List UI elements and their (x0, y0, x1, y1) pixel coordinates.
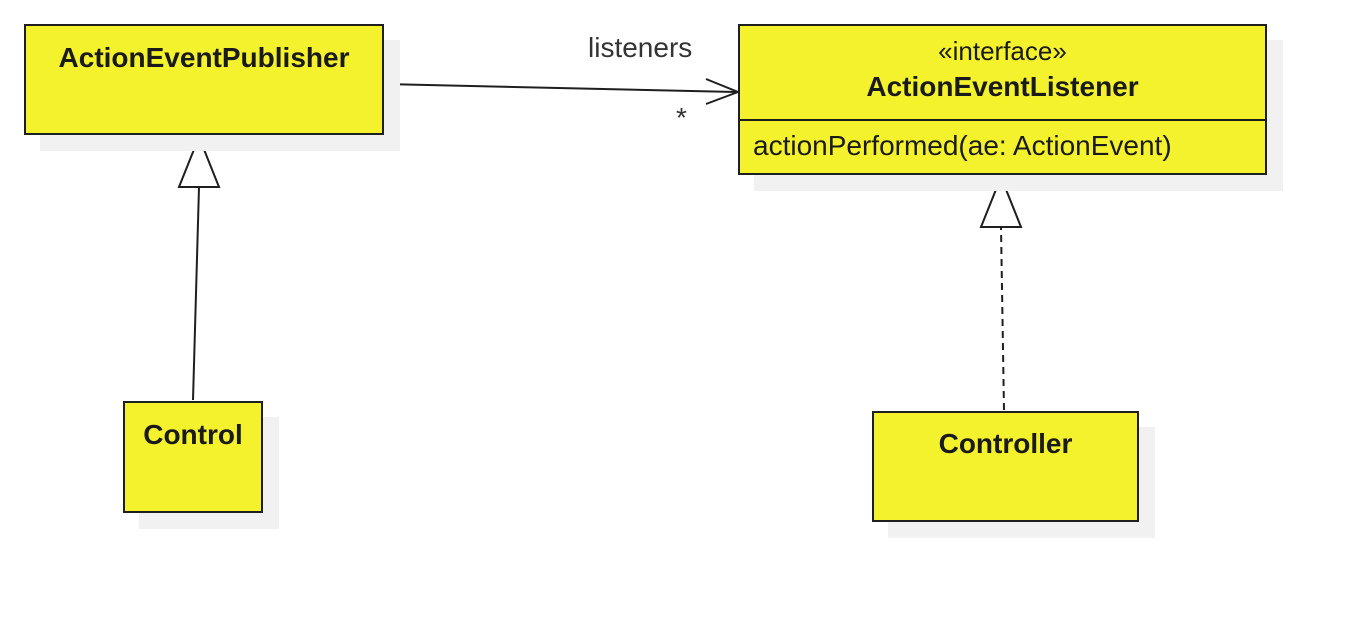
association-line (383, 83, 737, 93)
class-control[interactable]: Control (123, 401, 263, 513)
stereotype-label: «interface» (938, 36, 1067, 66)
interface-action-event-listener[interactable]: «interface» ActionEventListener actionPe… (738, 24, 1267, 175)
interface-name-label: ActionEventListener (866, 71, 1139, 102)
realization-dashed-line (1000, 226, 1005, 411)
realization-hollow-triangle (979, 174, 1023, 228)
class-action-event-publisher[interactable]: ActionEventPublisher (24, 24, 384, 135)
class-controller[interactable]: Controller (872, 411, 1139, 522)
association-multiplicity-label: * (676, 102, 687, 133)
class-name-label: ActionEventPublisher (58, 42, 350, 73)
compartment-divider (740, 119, 1265, 121)
association-role-label: listeners (588, 32, 693, 63)
generalization-hollow-triangle (177, 134, 221, 188)
class-name-label: Control (143, 419, 243, 450)
class-name-label: Controller (938, 428, 1073, 459)
generalization-line (192, 186, 200, 401)
operation-action-performed: actionPerformed(ae: ActionEvent) (753, 130, 1172, 161)
